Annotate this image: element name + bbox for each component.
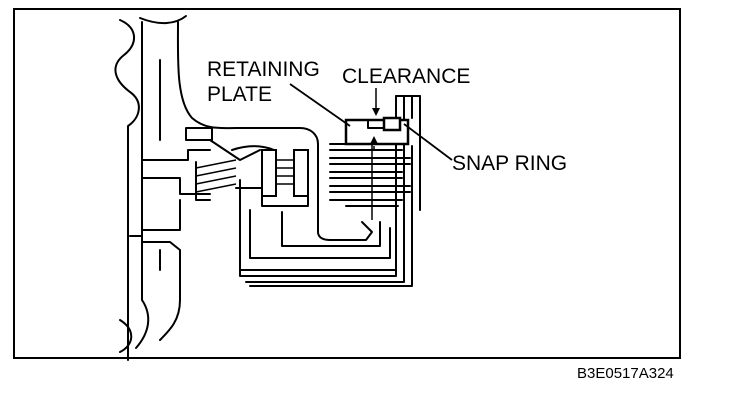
label-clearance: CLEARANCE bbox=[342, 65, 470, 88]
clearance-arrows bbox=[370, 88, 380, 150]
clutch-drum bbox=[239, 95, 421, 287]
transmission-shaft bbox=[114, 15, 319, 361]
snap-ring-part bbox=[382, 116, 402, 132]
figure-code: B3E0517A324 bbox=[577, 365, 674, 382]
snap-ring-leader bbox=[403, 123, 453, 161]
label-snap-ring: SNAP RING bbox=[452, 152, 567, 175]
label-retaining-plate-line2: PLATE bbox=[207, 83, 272, 106]
retaining-plate-leader bbox=[289, 83, 351, 127]
label-retaining-plate-line1: RETAINING bbox=[207, 58, 320, 81]
diagram-frame bbox=[13, 8, 681, 359]
